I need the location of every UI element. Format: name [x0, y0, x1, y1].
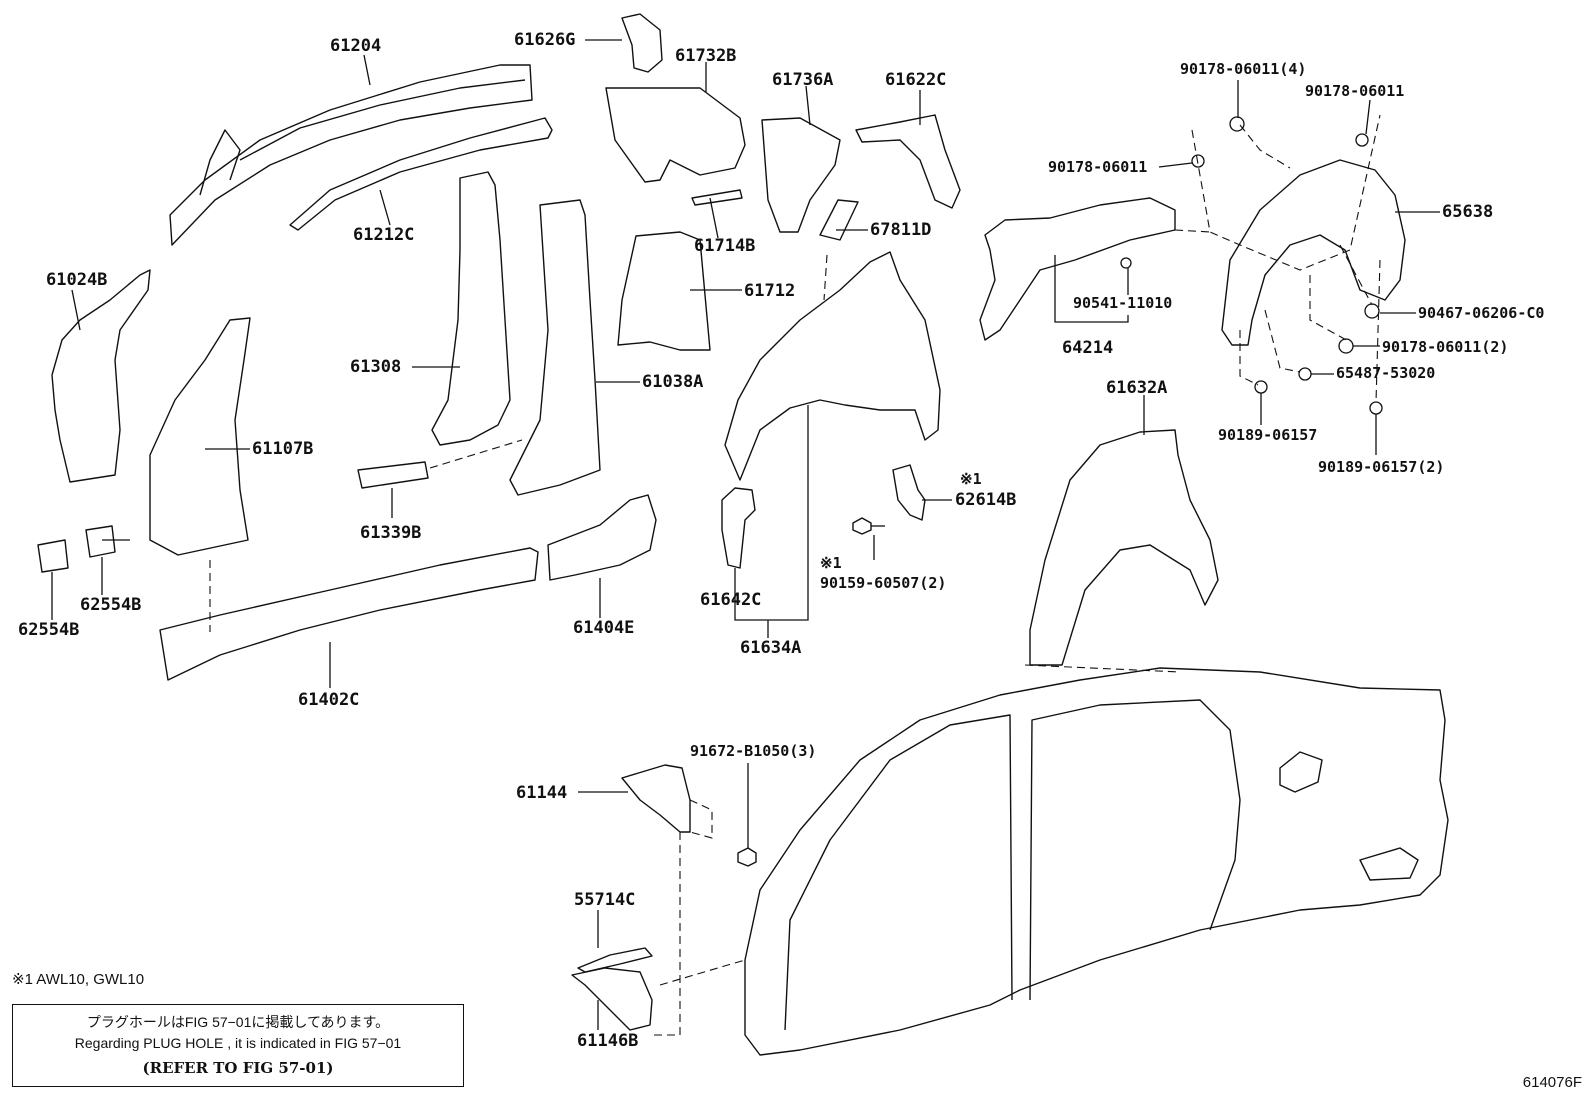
applicability-mark-1: ※1 [960, 470, 982, 488]
part-label-61107b[interactable]: 61107B [252, 439, 314, 459]
part-label-61634a[interactable]: 61634A [740, 638, 802, 658]
part-label-61024b[interactable]: 61024B [46, 270, 108, 290]
part-label-61404e[interactable]: 61404E [573, 618, 635, 638]
part-label-61038a[interactable]: 61038A [642, 372, 704, 392]
part-label-90189-06157[interactable]: 90189-06157 [1218, 426, 1318, 444]
plug-hole-notice: プラグホールはFIG 57−01に掲載してあります。 Regarding PLU… [12, 1004, 464, 1087]
part-label-61622c[interactable]: 61622C [885, 70, 947, 90]
applicability-mark-2: ※1 [820, 554, 842, 572]
part-label-61732b[interactable]: 61732B [675, 46, 737, 66]
part-label-55714c[interactable]: 55714C [574, 890, 636, 910]
part-label-61402c[interactable]: 61402C [298, 690, 360, 710]
part-label-90541-11010[interactable]: 90541-11010 [1073, 294, 1173, 312]
part-label-62554b-left[interactable]: 62554B [18, 620, 80, 640]
part-label-61212c[interactable]: 61212C [353, 225, 415, 245]
part-label-61712[interactable]: 61712 [744, 281, 796, 301]
part-label-90189-06157-2[interactable]: 90189-06157(2) [1318, 458, 1445, 476]
part-label-61144[interactable]: 61144 [516, 783, 568, 803]
part-label-61736a[interactable]: 61736A [772, 70, 834, 90]
part-label-61642c[interactable]: 61642C [700, 590, 762, 610]
notice-japanese: プラグホールはFIG 57−01に掲載してあります。 [86, 1014, 390, 1030]
notice-reference: (REFER TO FIG 57-01) [142, 1059, 334, 1077]
part-label-61204[interactable]: 61204 [330, 36, 382, 56]
part-label-91672-b1050-3[interactable]: 91672-B1050(3) [690, 742, 817, 760]
part-label-65638[interactable]: 65638 [1442, 202, 1494, 222]
part-label-90467-06206-c0[interactable]: 90467-06206-C0 [1418, 304, 1545, 322]
part-61204-shape [169, 64, 533, 246]
diagram-code: 614076F [1522, 1074, 1582, 1091]
part-label-90178-06011-mid[interactable]: 90178-06011 [1048, 158, 1148, 176]
part-label-61308[interactable]: 61308 [350, 357, 402, 377]
part-label-90159-60507-2[interactable]: 90159-60507(2) [820, 574, 947, 592]
part-label-61714b[interactable]: 61714B [694, 236, 756, 256]
part-label-67811d[interactable]: 67811D [870, 220, 932, 240]
part-label-90178-06011-2[interactable]: 90178-06011(2) [1382, 338, 1509, 356]
notice-english: Regarding PLUG HOLE , it is indicated in… [74, 1035, 402, 1051]
part-label-62614b[interactable]: 62614B [955, 490, 1017, 510]
footnote: ※1 AWL10, GWL10 [12, 971, 145, 988]
part-label-61146b[interactable]: 61146B [577, 1031, 639, 1051]
part-label-61632a[interactable]: 61632A [1106, 378, 1168, 398]
part-label-61626g[interactable]: 61626G [514, 30, 576, 50]
part-label-61339b[interactable]: 61339B [360, 523, 422, 543]
part-label-90178-06011-4[interactable]: 90178-06011(4) [1180, 60, 1307, 78]
part-label-65487-53020[interactable]: 65487-53020 [1336, 364, 1436, 382]
part-label-64214[interactable]: 64214 [1062, 338, 1114, 358]
part-label-62554b-right[interactable]: 62554B [80, 595, 142, 615]
part-label-90178-06011-top[interactable]: 90178-06011 [1305, 82, 1405, 100]
